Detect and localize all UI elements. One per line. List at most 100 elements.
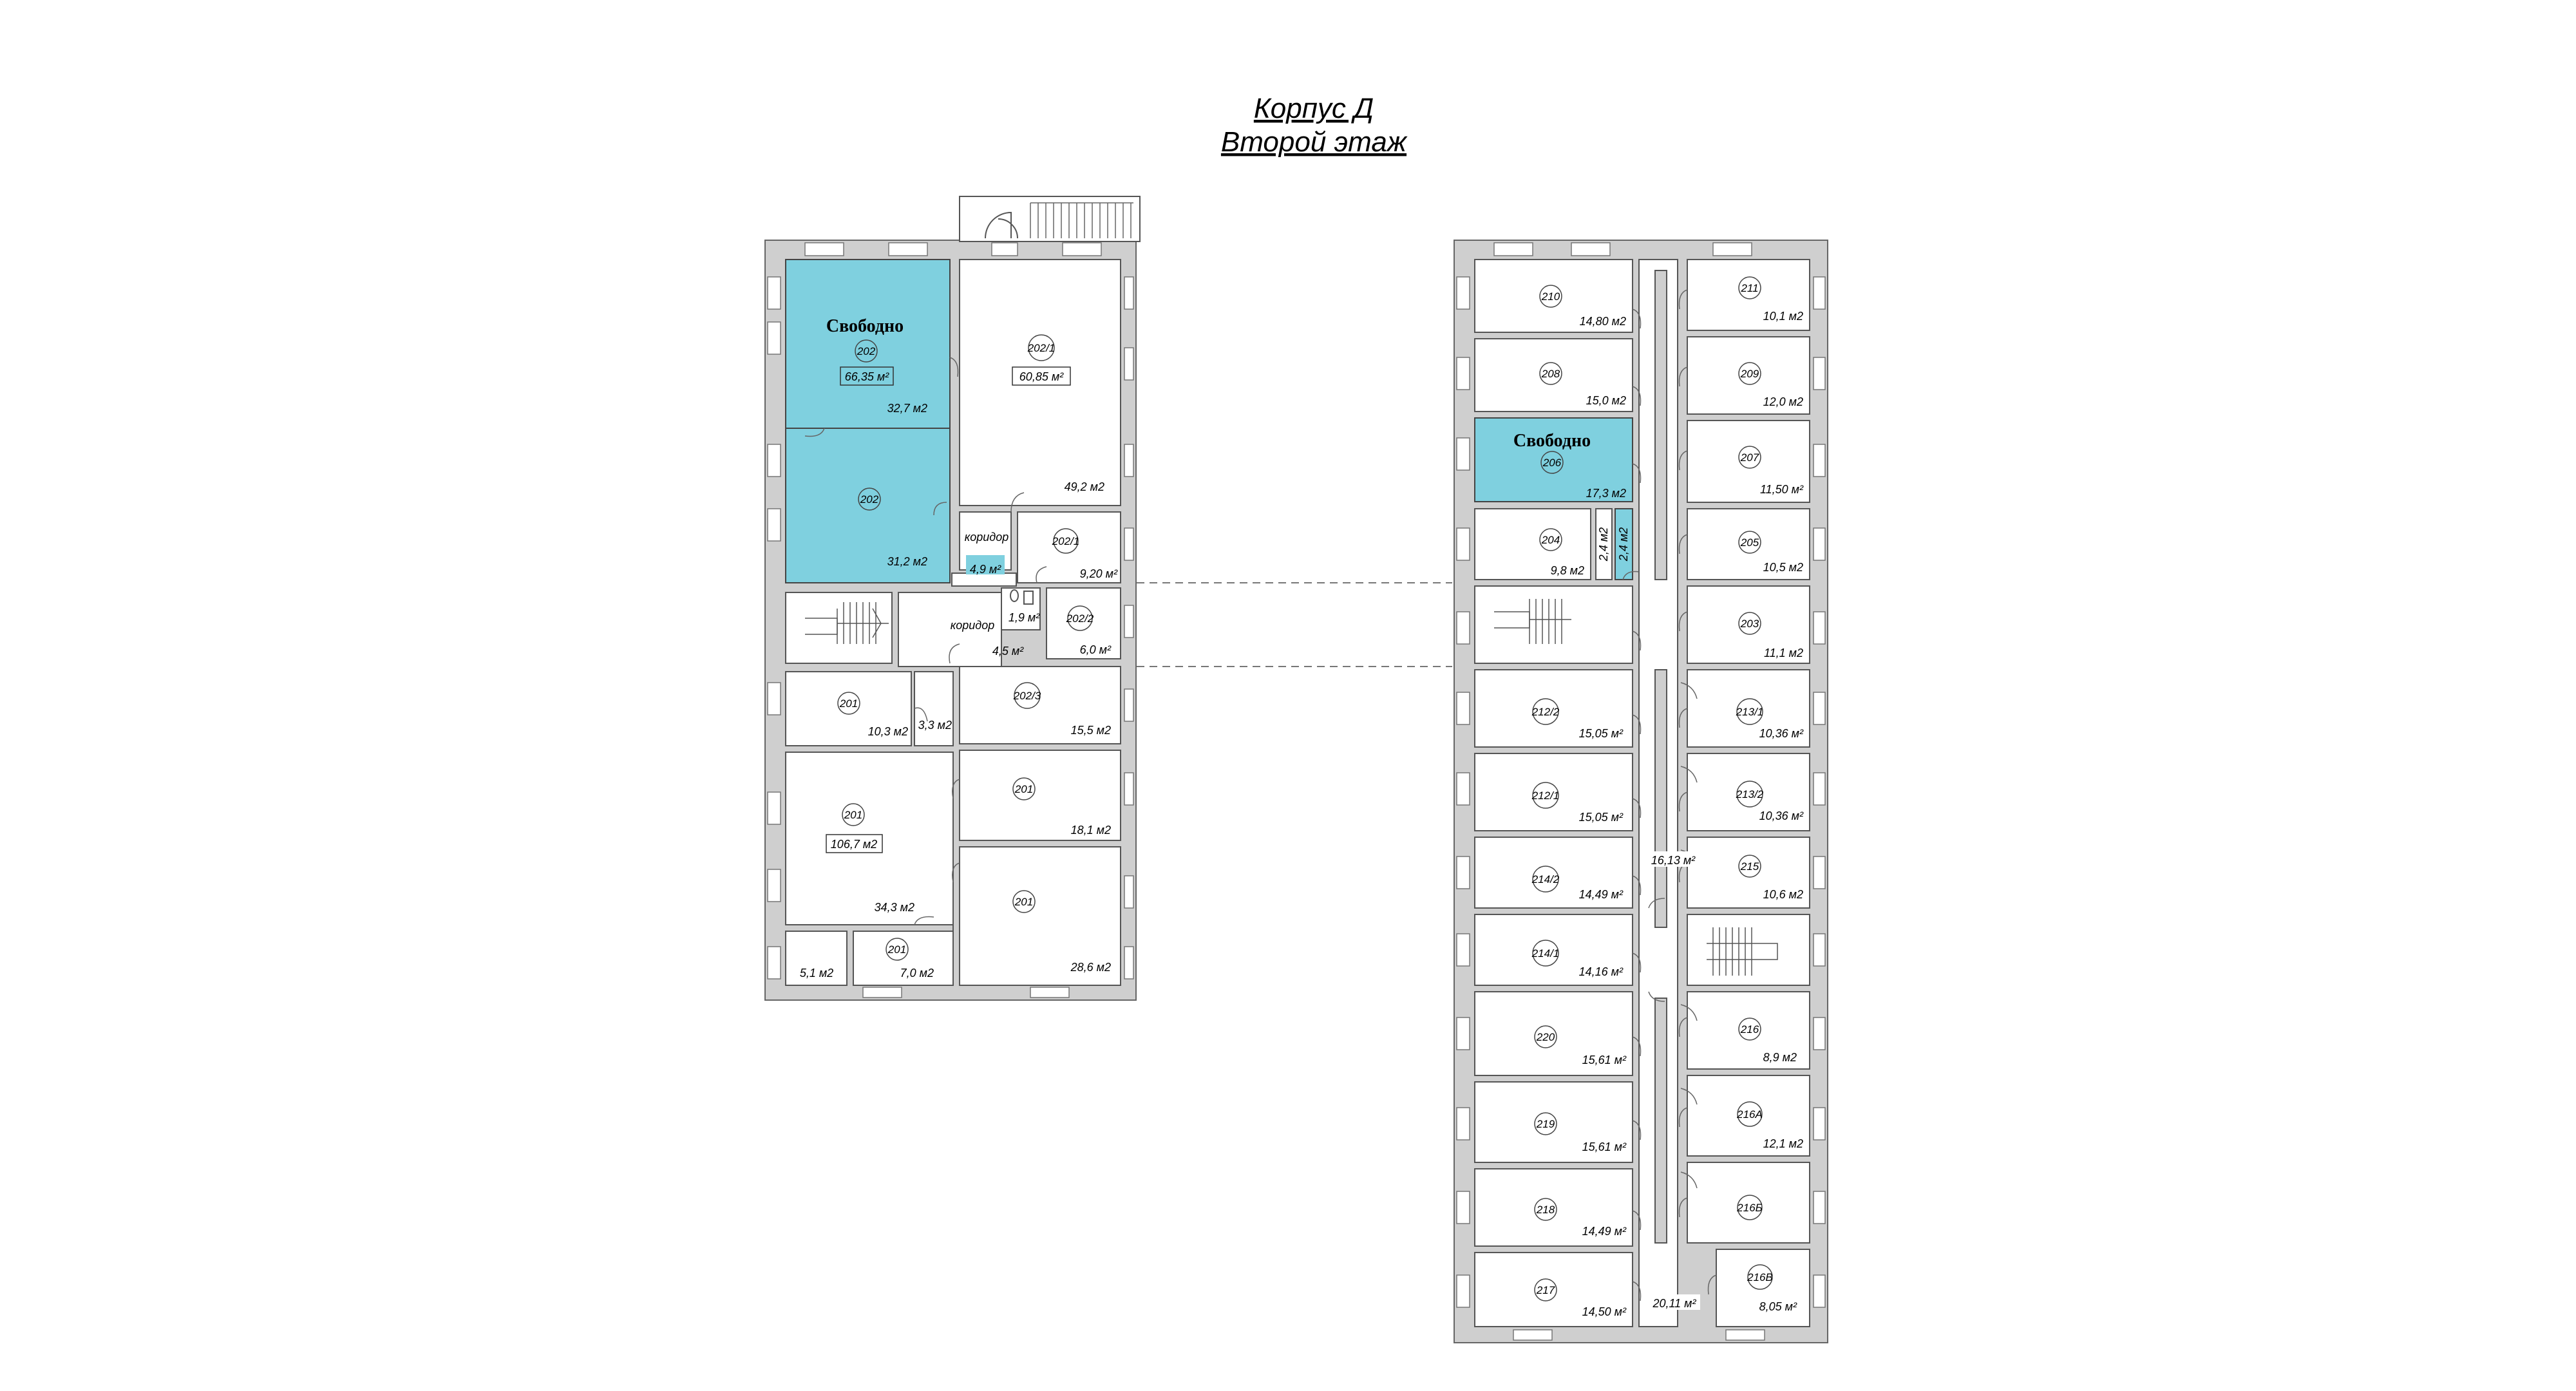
- room-tag-205: 205: [1738, 531, 1761, 554]
- svg-text:206: 206: [1542, 457, 1562, 469]
- area-storage-2: 2,4 м2: [1617, 527, 1630, 562]
- svg-text:202: 202: [860, 493, 879, 506]
- area-small-33: 3,3 м2: [918, 719, 952, 732]
- svg-text:205: 205: [1740, 536, 1759, 549]
- room-tag-202-1: 202/1: [1027, 334, 1056, 361]
- area-215: 10,6 м2: [1763, 888, 1803, 901]
- area-213-1: 10,36 м²: [1759, 727, 1804, 740]
- area-214-2: 14,49 м²: [1579, 888, 1624, 901]
- area-216v: 8,05 м²: [1759, 1300, 1797, 1313]
- area-213-2: 10,36 м²: [1759, 809, 1804, 822]
- free-label-202: Свободно: [826, 316, 904, 336]
- room-tag-212-1: 212/1: [1531, 782, 1560, 809]
- room-tag-216b: 216Б: [1736, 1195, 1763, 1220]
- room-tag-201-b: 201: [842, 803, 865, 826]
- room-tag-202-upper: 202: [855, 339, 878, 363]
- room-tag-212-2: 212/2: [1531, 698, 1560, 725]
- area-206: 17,3 м2: [1586, 487, 1626, 500]
- free-label-206: Свободно: [1513, 431, 1591, 451]
- room-tag-201-a: 201: [837, 692, 860, 715]
- room-tag-213-2: 213/2: [1736, 781, 1764, 808]
- svg-text:217: 217: [1536, 1284, 1555, 1296]
- title-building: Корпус Д: [1254, 93, 1374, 124]
- svg-text:208: 208: [1541, 368, 1560, 380]
- svg-text:218: 218: [1536, 1204, 1555, 1216]
- svg-text:212/2: 212/2: [1531, 706, 1560, 718]
- room-tag-218: 218: [1534, 1198, 1557, 1221]
- area-219: 15,61 м²: [1582, 1140, 1627, 1153]
- storage-1[interactable]: [1595, 508, 1613, 580]
- area-201-c: 18,1 м2: [1071, 824, 1111, 837]
- area-202-3: 15,5 м2: [1071, 724, 1111, 737]
- area-214-1: 14,16 м²: [1579, 965, 1624, 978]
- storage-2[interactable]: [1615, 508, 1633, 580]
- svg-text:211: 211: [1740, 282, 1758, 294]
- svg-text:201: 201: [1014, 783, 1033, 795]
- svg-text:201: 201: [844, 809, 862, 821]
- svg-text:202/1: 202/1: [1052, 535, 1080, 547]
- area-217: 14,50 м²: [1582, 1305, 1627, 1318]
- room-tag-207: 207: [1738, 446, 1761, 469]
- svg-text:210: 210: [1541, 290, 1560, 303]
- room-tag-214-1: 214/1: [1531, 940, 1560, 967]
- corridor-area-2: 20,11 м²: [1652, 1297, 1696, 1310]
- area-209: 12,0 м2: [1763, 395, 1803, 408]
- area-204: 9,8 м2: [1551, 564, 1584, 577]
- stairwell-left: [785, 592, 893, 664]
- room-201-d[interactable]: [959, 846, 1121, 986]
- area-210: 14,80 м2: [1580, 315, 1626, 328]
- svg-text:214/2: 214/2: [1531, 873, 1560, 885]
- room-tag-211: 211: [1738, 276, 1761, 299]
- corridor-1-area: 4,9 м²: [970, 563, 1001, 576]
- area-202-1: 49,2 м2: [1065, 480, 1104, 493]
- svg-text:212/1: 212/1: [1531, 790, 1560, 802]
- room-tag-216: 216: [1738, 1017, 1761, 1041]
- room-201-c[interactable]: [959, 750, 1121, 841]
- room-tag-201-d: 201: [1012, 890, 1036, 913]
- room-204[interactable]: [1474, 508, 1591, 580]
- room-tag-214-2: 214/2: [1531, 866, 1560, 893]
- svg-text:201: 201: [1014, 896, 1033, 908]
- total-202-1: 60,85 м²: [1019, 370, 1064, 383]
- room-212-2[interactable]: [1474, 669, 1633, 748]
- area-207: 11,50 м²: [1760, 483, 1804, 496]
- room-tag-202-2: 202/2: [1066, 605, 1094, 631]
- area-218: 14,49 м²: [1582, 1225, 1627, 1238]
- room-51[interactable]: [785, 931, 848, 986]
- area-51: 5,1 м2: [800, 967, 833, 979]
- svg-text:201: 201: [839, 697, 858, 710]
- svg-text:216А: 216А: [1736, 1108, 1763, 1121]
- corridor-1-label: коридор: [965, 531, 1009, 544]
- stairwell-right-bottom: [1687, 914, 1810, 986]
- svg-text:202/2: 202/2: [1066, 612, 1094, 625]
- room-tag-204: 204: [1539, 528, 1562, 551]
- svg-text:207: 207: [1740, 451, 1759, 464]
- svg-text:215: 215: [1740, 860, 1759, 873]
- svg-text:204: 204: [1541, 534, 1560, 546]
- svg-text:214/1: 214/1: [1531, 947, 1560, 960]
- svg-text:203: 203: [1740, 618, 1759, 630]
- area-202-lower: 31,2 м2: [887, 555, 927, 568]
- corridor-2-area: 4,5 м²: [992, 645, 1024, 658]
- room-202-3[interactable]: [959, 666, 1121, 744]
- area-storage-1: 2,4 м2: [1597, 527, 1610, 562]
- room-tag-216v: 216В: [1747, 1264, 1773, 1290]
- room-tag-219: 219: [1534, 1112, 1557, 1135]
- svg-text:213/1: 213/1: [1736, 706, 1764, 718]
- room-tag-201-e: 201: [886, 938, 909, 961]
- svg-text:220: 220: [1536, 1031, 1555, 1043]
- svg-text:201: 201: [887, 943, 906, 956]
- room-tag-202-3: 202/3: [1013, 682, 1041, 709]
- total-202: 66,35 м²: [845, 370, 889, 383]
- area-202-2: 6,0 м²: [1080, 643, 1112, 656]
- svg-text:202: 202: [857, 345, 876, 357]
- total-201-b: 106,7 м2: [831, 838, 877, 851]
- room-tag-209: 209: [1738, 362, 1761, 385]
- room-tag-202-1-small: 202/1: [1052, 528, 1080, 554]
- svg-text:216Б: 216Б: [1736, 1202, 1762, 1214]
- area-202-1-small: 9,20 м²: [1080, 567, 1118, 580]
- area-216a: 12,1 м2: [1763, 1137, 1803, 1150]
- room-tag-215: 215: [1738, 855, 1761, 878]
- room-tag-201-c: 201: [1012, 777, 1036, 800]
- svg-text:202/1: 202/1: [1027, 342, 1056, 354]
